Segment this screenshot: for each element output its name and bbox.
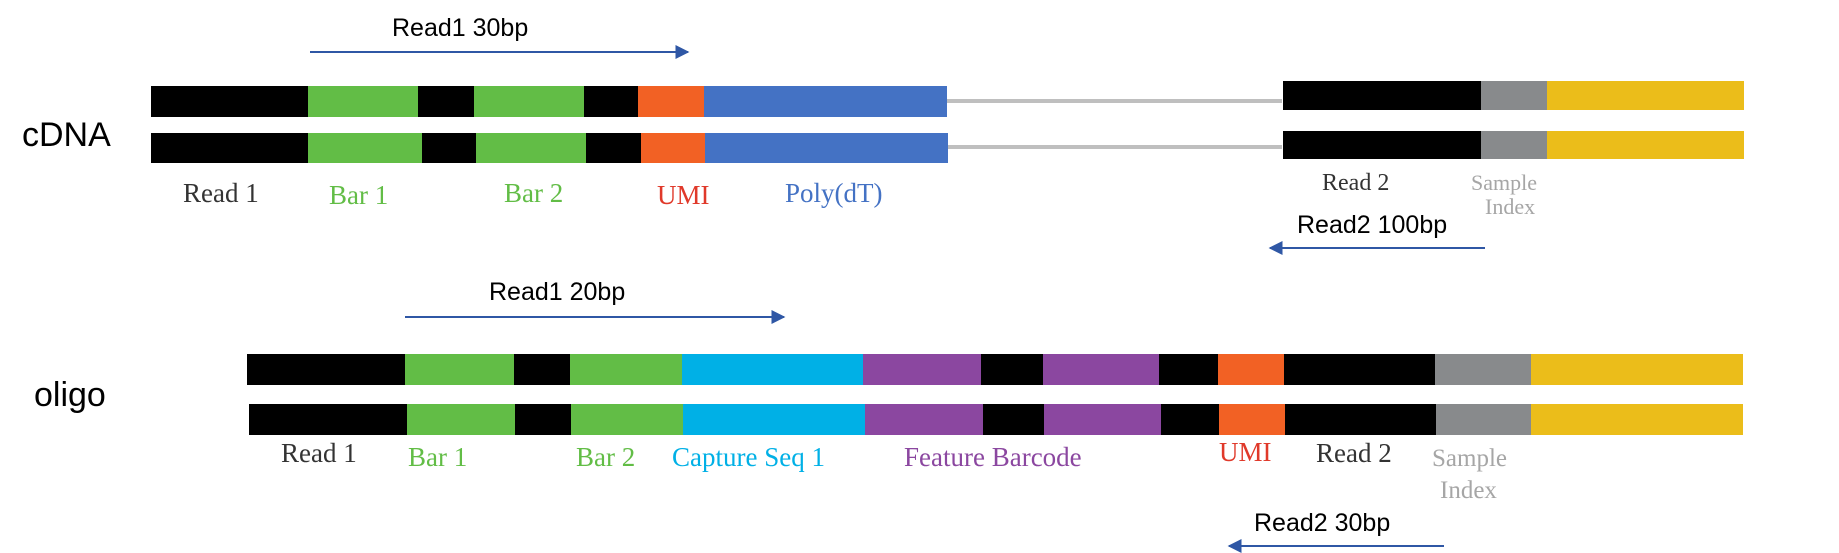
oligo-feature-segment (863, 354, 981, 385)
oligo-bar1-segment (405, 354, 514, 385)
oligo-strand-top (247, 354, 1743, 385)
oligo-umi-segment (1218, 354, 1284, 385)
cdna-read1-arrow: Read1 30bp (310, 14, 690, 59)
oligo-label-index: Index (1440, 477, 1497, 504)
oligo-label-bar1: Bar 1 (408, 442, 467, 472)
oligo-read1-arrow: Read1 20bp (405, 278, 786, 324)
cdna-bar2-segment (476, 133, 586, 163)
cdna-read1-segment (151, 86, 308, 117)
cdna-umi-segment (638, 86, 704, 117)
cdna-construct: cDNA Read1 30bp (22, 14, 1744, 255)
oligo-label-feature: Feature Barcode (904, 442, 1082, 472)
oligo-p7-segment (1531, 354, 1743, 385)
oligo-read1-arrow-label: Read1 20bp (489, 278, 625, 306)
oligo-read1-segment (247, 354, 405, 385)
cdna-read1-arrow-label: Read1 30bp (392, 14, 528, 42)
cdna-read2-arrow: Read2 100bp (1268, 211, 1485, 255)
oligo-bar1-segment (407, 404, 515, 435)
cdna-bar1-segment (308, 86, 418, 117)
oligo-bar2-segment (571, 404, 683, 435)
oligo-p7-segment (1531, 404, 1743, 435)
oligo-label-read2: Read 2 (1316, 438, 1392, 468)
oligo-read2-segment (1285, 404, 1436, 435)
cdna-linker1-segment (422, 133, 476, 163)
oligo-label-sample: Sample (1432, 445, 1507, 472)
oligo-sample-index-segment (1436, 404, 1531, 435)
oligo-linker2-segment (1161, 404, 1219, 435)
oligo-linker1-segment (515, 404, 571, 435)
cdna-label-bar2: Bar 2 (504, 178, 563, 208)
oligo-capture-segment (683, 404, 865, 435)
cdna-strand-top (151, 81, 1744, 117)
cdna-p7-segment (1547, 131, 1744, 159)
cdna-label-read2: Read 2 (1322, 170, 1389, 196)
oligo-sample-index-segment (1435, 354, 1531, 385)
oligo-construct: oligo Read1 20bp (34, 278, 1743, 553)
cdna-bar1-segment (308, 133, 422, 163)
cdna-bar2-segment (474, 86, 584, 117)
cdna-linker2-segment (584, 86, 638, 117)
oligo-feature-segment (865, 404, 983, 435)
cdna-sample-index-segment (1481, 131, 1547, 159)
cdna-umi-segment (641, 133, 705, 163)
cdna-p7-segment (1547, 81, 1744, 110)
oligo-label-capture: Capture Seq 1 (672, 442, 825, 472)
cdna-read2-arrow-label: Read2 100bp (1297, 211, 1447, 239)
oligo-read1-segment (249, 404, 407, 435)
cdna-label-umi: UMI (657, 180, 710, 210)
oligo-read2-arrow: Read2 30bp (1227, 509, 1444, 553)
cdna-label-bar1: Bar 1 (329, 180, 388, 210)
oligo-linker2-segment (1159, 354, 1218, 385)
oligo-feature-segment (1044, 404, 1161, 435)
oligo-read2-arrow-label: Read2 30bp (1254, 509, 1390, 537)
oligo-read2-segment (1284, 354, 1435, 385)
oligo-umi-segment (1219, 404, 1285, 435)
oligo-label-bar2: Bar 2 (576, 442, 635, 472)
cdna-polydt-segment (704, 86, 947, 117)
oligo-row-label: oligo (34, 376, 106, 414)
oligo-bar2-segment (570, 354, 682, 385)
cdna-read2-segment (1283, 131, 1481, 159)
cdna-linker2-segment (586, 133, 641, 163)
oligo-linker1-segment (514, 354, 570, 385)
cdna-polydt-segment (705, 133, 948, 163)
cdna-strand-bottom (151, 131, 1744, 163)
cdna-label-read1: Read 1 (183, 178, 259, 208)
oligo-capture-segment (682, 354, 863, 385)
oligo-feature-linker-segment (981, 354, 1043, 385)
cdna-sample-index-segment (1481, 81, 1547, 110)
cdna-label-polydt: Poly(dT) (785, 178, 883, 208)
cdna-read1-segment (151, 133, 308, 163)
oligo-strand-bottom (249, 404, 1743, 435)
cdna-read2-segment (1283, 81, 1481, 110)
oligo-feature-linker-segment (983, 404, 1044, 435)
oligo-label-read1: Read 1 (281, 438, 357, 468)
oligo-feature-segment (1043, 354, 1159, 385)
cdna-label-sample: Sample (1471, 170, 1537, 195)
cdna-row-label: cDNA (22, 116, 111, 154)
cdna-label-index: Index (1485, 194, 1535, 219)
cdna-linker1-segment (418, 86, 474, 117)
oligo-label-umi: UMI (1219, 437, 1272, 467)
